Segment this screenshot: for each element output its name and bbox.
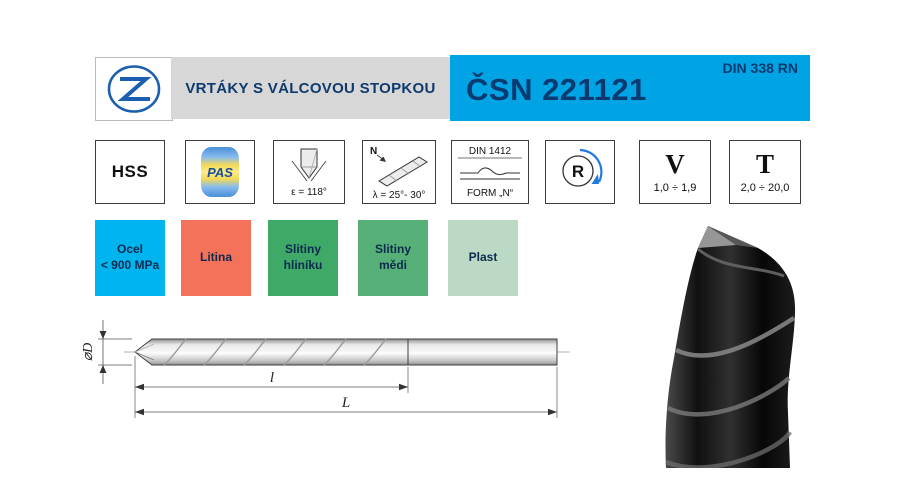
drill-dimension-drawing: ⌀D l L — [81, 320, 570, 418]
helix-n-label: N — [370, 146, 377, 157]
spec-box-pas: PAS — [185, 140, 255, 204]
csn-standard-label: ČSN 221121 — [466, 72, 647, 107]
hss-material-label: HSS — [111, 162, 149, 181]
helix-angle-icon: N λ = 25°- 30° — [370, 146, 428, 201]
helix-angle-label: λ = 25°- 30° — [373, 190, 426, 201]
din-form-icon: DIN 1412 FORM „N“ — [458, 146, 522, 199]
spec-box-point-angle: ε = 118° — [273, 140, 345, 204]
material-label: Plast — [468, 250, 498, 265]
v-series-label: V — [665, 148, 685, 179]
spec-box-t-range: T 2,0 ÷ 20,0 — [729, 140, 801, 204]
drill-photo — [665, 226, 796, 468]
din-standard-label: DIN 338 RN — [722, 60, 798, 76]
material-label: Slitiny — [284, 242, 321, 257]
t-series-label: T — [755, 148, 774, 179]
material-box-aluminium-alloys: Slitiny hliníku — [268, 220, 338, 296]
material-label: hliníku — [283, 258, 323, 272]
material-box-copper-alloys: Slitiny mědi — [358, 220, 428, 296]
total-length-dim-label: L — [341, 395, 350, 411]
material-label: Litina — [200, 250, 232, 265]
material-label: mědi — [378, 258, 407, 272]
rotation-direction-icon: R — [562, 148, 603, 187]
material-box-plastic: Plast — [448, 220, 518, 296]
material-label: < 900 MPa — [100, 258, 160, 272]
spec-box-helix-angle: N λ = 25°- 30° — [362, 140, 436, 204]
rotation-label: R — [572, 162, 584, 181]
din-form-top-label: DIN 1412 — [469, 146, 512, 157]
pas-coating-icon: PAS — [201, 147, 239, 197]
material-label: Ocel — [116, 242, 143, 257]
spec-box-rotation: R — [545, 140, 615, 204]
manufacturer-logo-icon — [107, 65, 161, 113]
point-angle-icon: ε = 118° — [291, 148, 327, 198]
v-series-range: 1,0 ÷ 1,9 — [653, 181, 697, 194]
material-label: Slitiny — [374, 242, 411, 257]
flute-length-dim-label: l — [270, 370, 274, 386]
standard-banner: DIN 338 RN ČSN 221121 — [450, 55, 810, 121]
din-form-bottom-label: FORM „N“ — [467, 188, 513, 199]
material-box-cast-iron: Litina — [181, 220, 251, 296]
logo-box — [95, 57, 173, 121]
spec-box-din-form: DIN 1412 FORM „N“ — [451, 140, 529, 204]
spec-box-v-range: V 1,0 ÷ 1,9 — [639, 140, 711, 204]
spec-box-hss: HSS — [95, 140, 165, 204]
t-series-range: 2,0 ÷ 20,0 — [740, 181, 790, 194]
diameter-dim-label: ⌀D — [81, 343, 96, 362]
title-bar: VRTÁKY S VÁLCOVOU STOPKOU — [171, 57, 450, 119]
material-box-steel: Ocel < 900 MPa — [95, 220, 165, 296]
point-angle-label: ε = 118° — [291, 187, 327, 198]
pas-label: PAS — [207, 164, 233, 180]
page-title: VRTÁKY S VÁLCOVOU STOPKOU — [185, 79, 436, 97]
